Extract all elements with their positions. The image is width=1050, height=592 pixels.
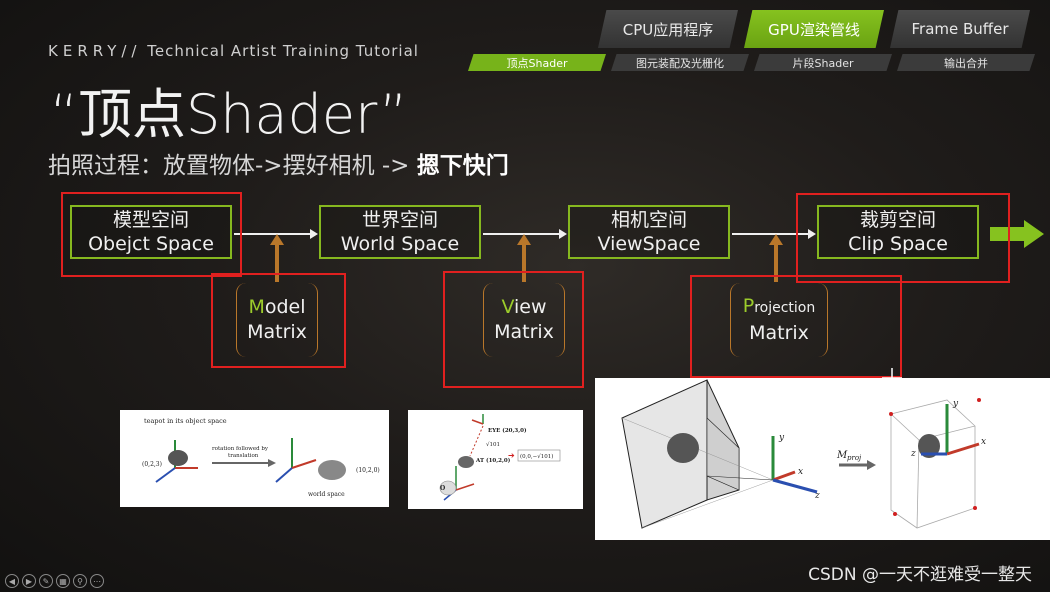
model-matrix-head: Model: [248, 295, 305, 320]
stage-subtabs: 顶点Shader 图元装配及光栅化 片段Shader 输出合并: [468, 54, 1035, 71]
subtitle-normal: 拍照过程：放置物体->摆好相机 ->: [48, 153, 410, 179]
model-matrix: Model Matrix: [236, 283, 318, 357]
next-slide-icon[interactable]: ▶: [22, 574, 36, 588]
slides-grid-icon[interactable]: ▦: [56, 574, 70, 588]
view-initial: V: [501, 296, 515, 318]
model-rest: odel: [264, 296, 306, 318]
space-view: 相机空间 ViewSpace: [568, 205, 730, 259]
teapot-frustum-icon: [667, 433, 699, 463]
watermark: CSDN @一天不逛难受一整天: [808, 565, 1032, 585]
fig2-at: AT (10,2,0): [475, 457, 511, 464]
fig1-pt-a: (0,2,3): [142, 461, 162, 468]
projection-initial: P: [742, 295, 755, 317]
svg-text:x: x: [798, 467, 803, 477]
space-view-cn: 相机空间: [610, 209, 687, 231]
teapot-world-icon: [318, 460, 346, 480]
highlight-projection-matrix: [690, 275, 902, 378]
space-world: 世界空间 World Space: [319, 205, 481, 259]
fig1-arrow-label-2: translation: [228, 453, 259, 459]
view-matrix: View Matrix: [483, 283, 565, 357]
presentation-toolbar: ◀ ▶ ✎ ▦ ⚲ ⋯: [5, 574, 104, 588]
pipeline-tabs: CPU应用程序 GPU渲染管线 Frame Buffer: [598, 10, 1030, 48]
crosshair-cursor-icon: [882, 368, 902, 388]
figure-model-svg: teapot in its object space (0,2,3) rotat…: [142, 417, 380, 498]
subtab-rasterization[interactable]: 图元装配及光栅化: [611, 54, 749, 71]
view-matrix-word: Matrix: [494, 321, 554, 343]
fig3-mproj-sub: proj: [847, 454, 862, 462]
subtitle-bold: 摁下快门: [416, 153, 509, 179]
space-object-en: Obejct Space: [88, 233, 214, 255]
fig2-vec: (0,0,−√101): [520, 453, 553, 460]
subtab-vertex-shader[interactable]: 顶点Shader: [468, 54, 606, 71]
projection-rest: rojection: [754, 300, 816, 316]
brand-text: Technical Artist Training Tutorial: [147, 42, 419, 60]
figure-model-transform: teapot in its object space (0,2,3) rotat…: [120, 410, 389, 507]
space-clip-en: Clip Space: [848, 233, 948, 255]
subtab-fragment-shader[interactable]: 片段Shader: [754, 54, 892, 71]
space-object-cn: 模型空间: [112, 209, 189, 231]
zoom-icon[interactable]: ⚲: [73, 574, 87, 588]
fig2-origin: O: [440, 485, 445, 492]
fig1-world: world space: [308, 491, 345, 498]
page-subtitle: 拍照过程：放置物体->摆好相机 -> 摁下快门: [48, 146, 509, 180]
subtab-output-merge[interactable]: 输出合并: [897, 54, 1035, 71]
model-matrix-word: Matrix: [247, 321, 307, 343]
space-view-en: ViewSpace: [597, 233, 701, 255]
fig1-pt-b: (10,2,0): [356, 467, 380, 474]
figure-projection: y x z M proj y x z: [595, 378, 1050, 540]
projection-matrix-head: Projection: [743, 294, 816, 321]
output-arrow-icon: [990, 220, 1044, 248]
tab-frame-buffer[interactable]: Frame Buffer: [890, 10, 1030, 48]
teapot-icon: [168, 450, 188, 466]
fig1-arrow-label-1: rotation followed by: [212, 446, 269, 452]
projection-matrix-word: Matrix: [749, 322, 809, 344]
pen-icon[interactable]: ✎: [39, 574, 53, 588]
view-matrix-head: View: [501, 295, 546, 320]
arrow-view-up: [517, 234, 531, 282]
svg-text:x: x: [981, 437, 986, 447]
fig3-mproj: M: [836, 450, 848, 461]
figure-projection-svg: y x z M proj y x z: [621, 379, 986, 529]
fig2-dist: √101: [486, 441, 500, 448]
space-object: 模型空间 Obejct Space: [70, 205, 232, 259]
brand-line: KERRY// Technical Artist Training Tutori…: [48, 42, 419, 60]
teapot-clip-icon: [918, 434, 940, 458]
space-clip: 裁剪空间 Clip Space: [817, 205, 979, 259]
highlight-view-matrix: [443, 271, 584, 388]
space-world-cn: 世界空间: [361, 209, 438, 231]
model-initial: M: [248, 296, 265, 318]
tab-cpu[interactable]: CPU应用程序: [598, 10, 738, 48]
space-world-en: World Space: [340, 233, 460, 255]
figure-view-svg: EYE (20,3,0) √101 AT (10,2,0) ➔ (0,0,−√1…: [439, 414, 561, 501]
tab-gpu[interactable]: GPU渲染管线: [744, 10, 884, 48]
svg-text:y: y: [778, 433, 785, 443]
highlight-clip-space: [796, 193, 1010, 283]
highlight-object-space: [61, 192, 242, 277]
svg-text:z: z: [910, 449, 916, 459]
projection-matrix: Projection Matrix: [730, 283, 828, 357]
space-clip-cn: 裁剪空间: [859, 209, 936, 231]
view-rest: iew: [514, 296, 547, 318]
brand-kerry: KERRY//: [48, 42, 142, 60]
previous-slide-icon[interactable]: ◀: [5, 574, 19, 588]
svg-text:z: z: [814, 491, 820, 501]
more-options-icon[interactable]: ⋯: [90, 574, 104, 588]
fig2-eye: EYE (20,3,0): [488, 427, 527, 434]
fig2-arrow: ➔: [508, 451, 515, 460]
teapot-at-icon: [458, 456, 474, 468]
arrow-projection-up: [769, 234, 783, 282]
figure-view-transform: EYE (20,3,0) √101 AT (10,2,0) ➔ (0,0,−√1…: [408, 410, 583, 509]
fig1-caption: teapot in its object space: [144, 417, 227, 425]
svg-text:y: y: [952, 399, 959, 409]
page-title: “顶点Shader”: [50, 83, 408, 146]
arrow-model-up: [270, 234, 284, 282]
highlight-model-matrix: [211, 273, 346, 368]
